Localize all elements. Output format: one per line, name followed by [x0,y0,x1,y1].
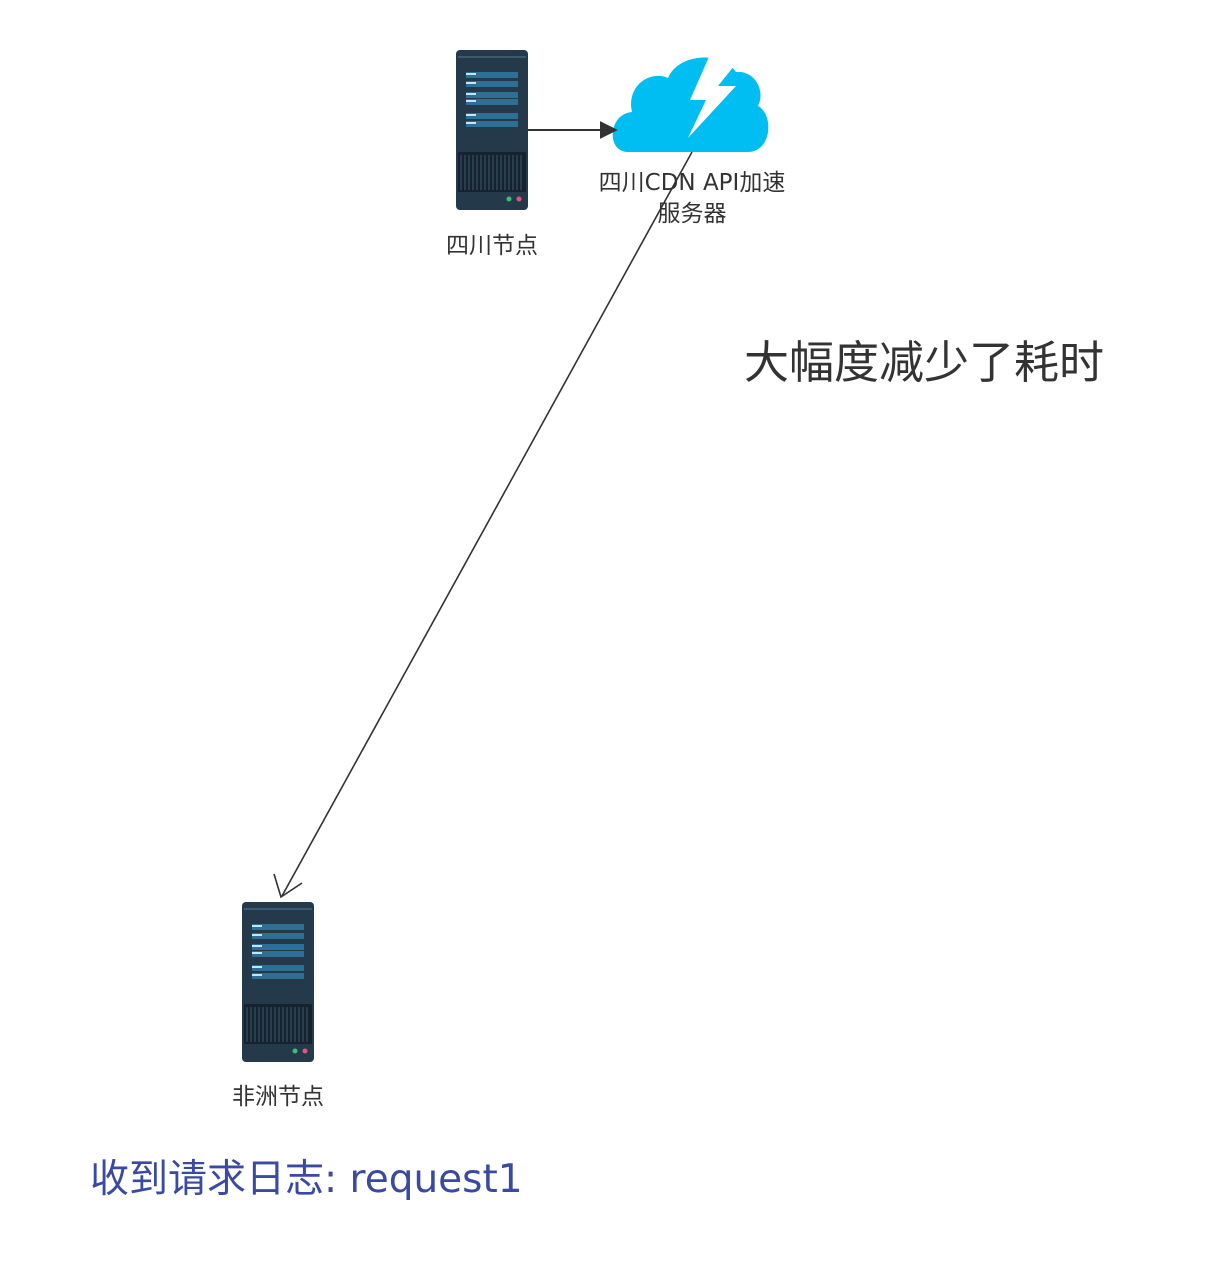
cdn-label-line2: 服务器 [657,201,727,227]
sichuan-server-icon[interactable] [456,50,528,210]
arrow-head-open [273,873,303,899]
cdn-cloud-icon[interactable] [612,50,769,152]
cdn-label-line1: 四川CDN API加速 [598,170,786,196]
cdn-server-label: 四川CDN API加速 服务器 [562,168,822,230]
africa-node-label: 非洲节点 [232,1084,324,1110]
sichuan-node-label: 四川节点 [446,233,538,259]
africa-server-icon[interactable] [242,902,314,1062]
latency-callout: 大幅度减少了耗时 [744,336,1105,389]
arrow-cdn-to-africa[interactable] [281,151,693,897]
request-log-text: 收到请求日志: request1 [90,1157,523,1202]
lightning-icon [688,50,742,138]
